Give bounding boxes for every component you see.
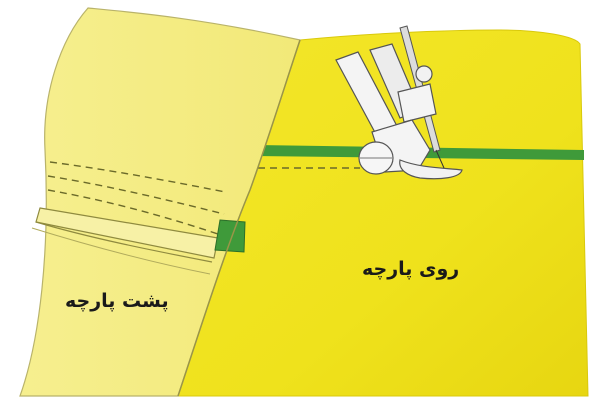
binding-end-tab (215, 220, 245, 252)
label-front-side: روی پارچه (362, 258, 459, 280)
label-back-side: پشت پارچه (65, 290, 169, 312)
